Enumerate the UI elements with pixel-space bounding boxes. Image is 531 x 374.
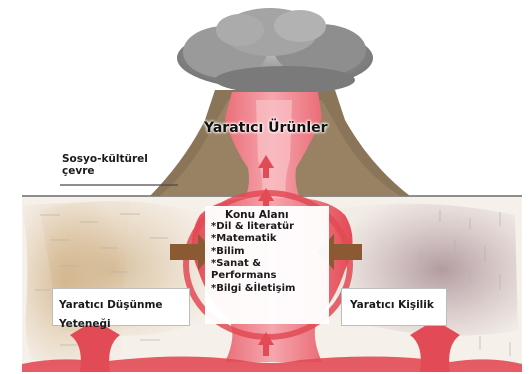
creative-products-label: Yaratıcı Ürünler <box>204 120 328 136</box>
topic-item: *Sanat & <box>211 258 323 270</box>
socio-cultural-env-line1: Sosyo-kültürel <box>62 153 148 165</box>
topic-area-title: Konu Alanı <box>211 209 323 221</box>
topic-item: *Matematik <box>211 233 323 245</box>
topic-area-box: Konu Alanı *Dil & literatür *Matematik *… <box>205 206 329 324</box>
creative-thinking-line1: Yaratıcı Düşünme <box>59 299 163 311</box>
topic-item: *Bilim <box>211 246 323 258</box>
topic-item: *Bilgi &İletişim <box>211 283 323 295</box>
socio-cultural-env-line2: çevre <box>62 165 95 177</box>
topic-item: *Dil & literatür <box>211 221 323 233</box>
creative-personality-box: Yaratıcı Kişilik <box>341 288 447 326</box>
creative-thinking-line2: Yeteneği <box>59 318 111 330</box>
creative-thinking-box: Yaratıcı Düşünme Yeteneği <box>52 288 190 326</box>
socio-cultural-env-label: Sosyo-kültürel çevre <box>60 152 150 178</box>
topic-item: Performans <box>211 270 323 282</box>
creative-personality-label: Yaratıcı Kişilik <box>350 299 434 311</box>
